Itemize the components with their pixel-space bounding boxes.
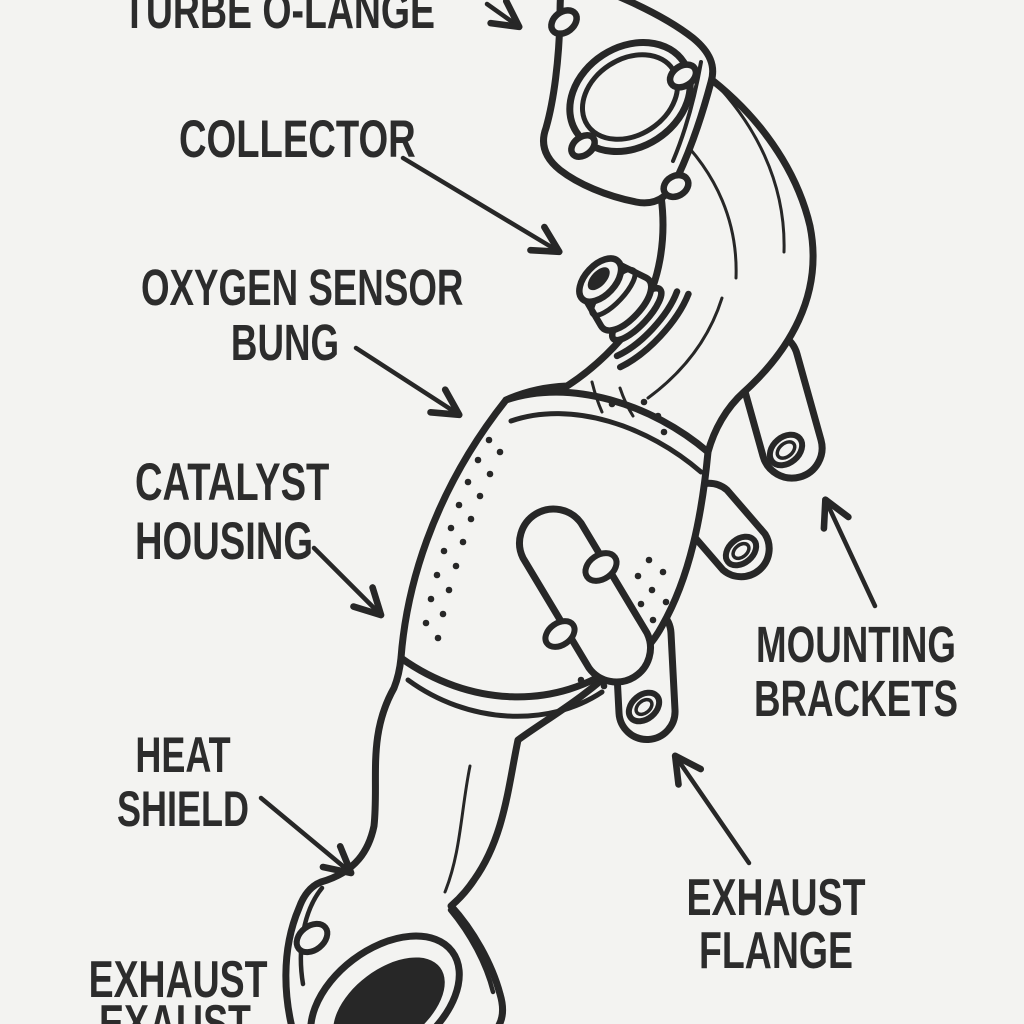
label-turbo-flange-line1: TURBE O-LANGE (123, 0, 435, 40)
arrow-collector (400, 155, 563, 256)
turbo-flange-graphic (540, 0, 717, 207)
arrow-turbo-flange (484, 0, 523, 31)
arrow-exhaust-flange (671, 752, 752, 866)
lower-pipe-shine-line (443, 764, 472, 894)
arrow-catalyst-housing (311, 545, 385, 619)
arrow-oxygen-sensor-bung (353, 345, 463, 419)
label-exhaust-bottom-line2: EXAUST (99, 995, 251, 1024)
label-catalyst-housing-line1: CATALYST (135, 453, 330, 512)
label-heat-shield-line2: SHIELD (116, 781, 250, 837)
label-mounting-brackets-line1: MOUNTING (756, 616, 956, 673)
label-collector: COLLECTOR (179, 113, 508, 166)
label-exhaust-flange-line1: EXHAUST (686, 869, 866, 927)
arrow-heat-shield (258, 795, 355, 877)
label-exhaust-flange-line2: FLANGE (699, 922, 853, 980)
label-exhaust-flange: EXHAUST FLANGE (626, 872, 926, 978)
label-mounting-brackets-line2: BRACKETS (753, 670, 959, 727)
label-collector-line1: COLLECTOR (179, 110, 416, 169)
catalyst-inlet-band-graphic (502, 388, 712, 475)
label-heat-shield-line1: HEAT (135, 727, 231, 783)
label-oxygen-sensor-bung-line1: OXYGEN SENSOR (141, 259, 464, 316)
label-mounting-brackets: MOUNTING BRACKETS (706, 618, 1006, 726)
oxygen-sensor-bung-graphic (576, 255, 692, 371)
label-oxygen-sensor-bung: OXYGEN SENSOR BUNG (85, 260, 485, 370)
exhaust-flange-graphic (293, 885, 496, 1024)
label-catalyst-housing-line2: HOUSING (135, 512, 314, 571)
label-exhaust-bottom: EXHAUST EXAUST (55, 951, 295, 1024)
label-oxygen-sensor-bung-line2: BUNG (230, 314, 340, 371)
label-exhaust-bottom-line1: EXHAUST (88, 951, 268, 1009)
arrow-mounting-brackets (820, 496, 878, 609)
label-turbo-flange: TURBE O-LANGE (123, 0, 556, 37)
inlet-cone-tick-lines (590, 380, 635, 418)
heat-shield-graphic (516, 505, 654, 686)
label-heat-shield: HEAT SHIELD (83, 728, 283, 836)
label-catalyst-housing: CATALYST HOUSING (135, 453, 405, 571)
